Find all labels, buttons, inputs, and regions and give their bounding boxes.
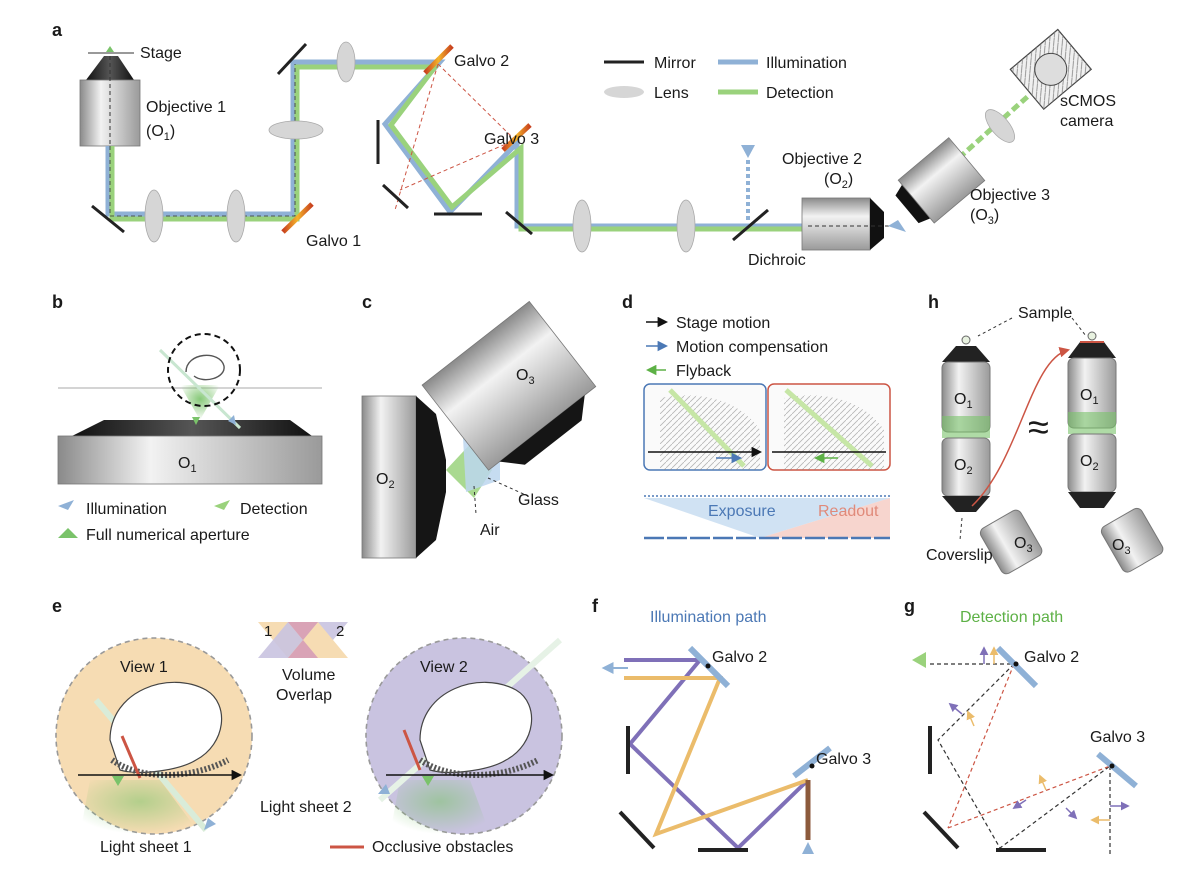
- panel-label-b: b: [52, 292, 63, 312]
- legend-mirror-label: Mirror: [654, 55, 696, 72]
- legend-lens-swatch: [604, 86, 644, 98]
- d-readout-label: Readout: [818, 503, 879, 520]
- g-galvo2-label: Galvo 2: [1024, 649, 1079, 666]
- e-volume-label: Volume: [282, 667, 335, 684]
- panel-label-h: h: [928, 292, 939, 312]
- h-o2-right: O2: [1080, 453, 1099, 473]
- panel-label-c: c: [362, 292, 372, 312]
- panel-b: b O1 Illumination Detection Full numeric…: [52, 292, 323, 544]
- legend-lens-label: Lens: [654, 85, 689, 102]
- e-volume-overlap: [258, 622, 348, 658]
- e-view1: [55, 637, 253, 835]
- b-zoom-circle: [167, 333, 241, 407]
- e-overlap-1: 1: [264, 623, 272, 640]
- b-detection-arrow: [214, 500, 230, 510]
- h-o2-left: O2: [954, 457, 973, 477]
- legend-illumination-label: Illumination: [766, 55, 847, 72]
- stage-label: Stage: [140, 45, 182, 62]
- b-objective-label: O1: [178, 455, 197, 475]
- panel-g: g Detection path Galvo 2 Galvo 3: [904, 596, 1145, 856]
- h-o3-right: O3: [1112, 537, 1131, 557]
- f-galvo3-label: Galvo 3: [816, 751, 871, 768]
- b-full-na-label: Full numerical aperture: [86, 527, 250, 544]
- h-approx: ≈: [1028, 407, 1049, 449]
- panel-label-g: g: [904, 596, 915, 616]
- objective-3-label: Objective 3: [970, 187, 1050, 204]
- e-occlusive-label: Occlusive obstacles: [372, 839, 513, 856]
- panel-label-e: e: [52, 596, 62, 616]
- g-galvo3-label: Galvo 3: [1090, 729, 1145, 746]
- legend-a: Mirror Lens Illumination Detection: [604, 55, 847, 102]
- objective-2-label: Objective 2: [782, 151, 862, 168]
- c-o3-label: O3: [516, 367, 535, 387]
- scmos-camera: [1009, 28, 1093, 111]
- legend-detection-label: Detection: [766, 85, 834, 102]
- d-flyback-label: Flyback: [676, 363, 732, 380]
- h-sample-label: Sample: [1018, 305, 1072, 322]
- objective-3-abbrev: (O3): [970, 207, 999, 227]
- h-stack-right: O1 O2 O3: [1067, 331, 1164, 573]
- objective-1-abbrev: (O1): [146, 123, 175, 143]
- h-stack-left: O1 O2 O3: [941, 335, 1043, 575]
- objective-2: [801, 197, 906, 251]
- panel-e: e View 1 Light sheet 1 1 2 Volume Overla…: [52, 596, 563, 856]
- beam-path-a: [105, 59, 1037, 232]
- b-detection-label: Detection: [240, 501, 308, 518]
- objective-2-abbrev: (O2): [824, 171, 853, 191]
- panel-label-a: a: [52, 20, 63, 40]
- e-overlap-2: 2: [336, 623, 344, 640]
- g-title: Detection path: [960, 609, 1063, 626]
- dichroic-label: Dichroic: [748, 252, 806, 269]
- panel-f: f Illumination path Galvo 2 Galvo 3: [592, 596, 871, 854]
- e-view2-label: View 2: [420, 659, 468, 676]
- d-exposure-label: Exposure: [708, 503, 776, 520]
- c-glass-label: Glass: [518, 492, 559, 509]
- panel-label-d: d: [622, 292, 633, 312]
- panel-d: d Stage motion Motion compensation Flyba…: [622, 292, 891, 540]
- h-o3-left: O3: [1014, 535, 1033, 555]
- h-o1-right: O1: [1080, 387, 1099, 407]
- c-o2-label: O2: [376, 471, 395, 491]
- galvo-1-label: Galvo 1: [306, 233, 361, 250]
- e-ls1-label: Light sheet 1: [100, 839, 192, 856]
- panel-c: c O2 O3 Glass Air: [361, 292, 597, 559]
- h-o1-left: O1: [954, 391, 973, 411]
- panel-h: h Sample O1 O2 O3 ≈: [926, 292, 1164, 575]
- galvo-3-label: Galvo 3: [484, 131, 539, 148]
- f-galvo2-label: Galvo 2: [712, 649, 767, 666]
- mirrors-a: [91, 42, 769, 242]
- objective-1-label: Objective 1: [146, 99, 226, 116]
- b-full-na-swatch: [58, 528, 78, 538]
- objective-3: [895, 137, 986, 224]
- lenses-a: [144, 41, 1015, 253]
- galvo-2-label: Galvo 2: [454, 53, 509, 70]
- camera-label-1: sCMOS: [1060, 93, 1116, 110]
- objective-1: [79, 46, 141, 147]
- b-illumination-arrow: [58, 500, 74, 510]
- e-view2: [365, 637, 563, 835]
- galvos-a: [281, 44, 532, 234]
- e-ls2-label: Light sheet 2: [260, 799, 352, 816]
- panel-a: a Stage Objective 1 (O1): [52, 20, 1116, 269]
- c-air-label: Air: [480, 522, 500, 539]
- h-coverslip-label: Coverslip: [926, 547, 993, 564]
- e-view1-label: View 1: [120, 659, 168, 676]
- b-illumination-label: Illumination: [86, 501, 167, 518]
- camera-label-2: camera: [1060, 113, 1113, 130]
- panel-label-f: f: [592, 596, 599, 616]
- e-overlap-label: Overlap: [276, 687, 332, 704]
- f-title: Illumination path: [650, 609, 767, 626]
- d-stage-motion-label: Stage motion: [676, 315, 770, 332]
- d-motion-comp-label: Motion compensation: [676, 339, 828, 356]
